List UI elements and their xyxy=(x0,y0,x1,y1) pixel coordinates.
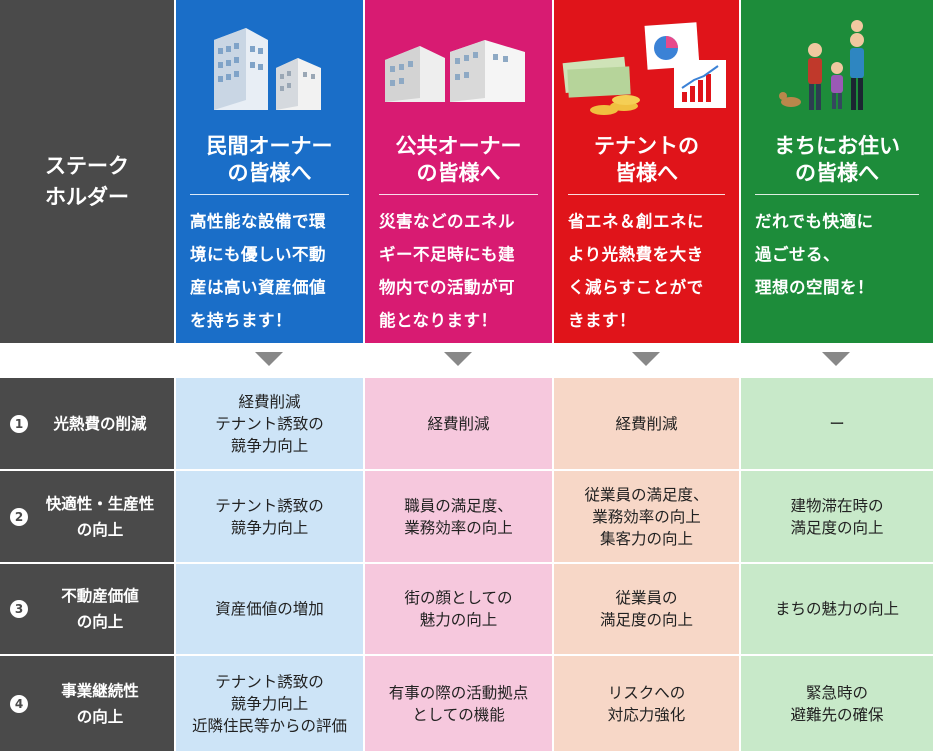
stakeholder-header: ステーク ホルダー xyxy=(0,0,174,343)
stakeholder-label: ステーク ホルダー xyxy=(45,153,129,209)
header-private-owner: 民間オーナー の皆様へ 高性能な設備で環 境にも優しい不動 産は高い資産価値 を… xyxy=(176,0,363,343)
row-number: 2 xyxy=(10,507,28,526)
money-charts-icon xyxy=(562,22,726,115)
row-label: 快適性・生産性 の向上 xyxy=(45,494,155,539)
row-label: 不動産価値 の向上 xyxy=(61,587,139,631)
cell: 経費削減 テナント誘致の 競争力向上 xyxy=(176,378,363,469)
cell: 緊急時の 避難先の確保 xyxy=(741,656,933,751)
office-buildings-icon xyxy=(214,28,321,110)
down-arrow-icon xyxy=(255,352,283,366)
column-title: まちにお住い の皆様へ xyxy=(774,134,900,185)
cell: 建物滞在時の 満足度の向上 xyxy=(741,471,933,562)
cell: リスクへの 対応力強化 xyxy=(554,656,739,751)
cell: ー xyxy=(741,378,933,469)
column-description: 高性能な設備で環 境にも優しい不動 産は高い資産価値 を持ちます！ xyxy=(190,212,326,330)
down-arrow-icon xyxy=(822,352,850,366)
down-arrow-icon xyxy=(632,352,660,366)
cell: 従業員の満足度、 業務効率の向上 集客力の向上 xyxy=(554,471,739,562)
column-description: だれでも快適に 過ごせる、 理想の空間を！ xyxy=(755,212,874,297)
row-label: 事業継続性 の向上 xyxy=(61,681,139,726)
column-description: 省エネ＆創エネに より光熱費を大き く減らすことがで きます！ xyxy=(568,212,704,330)
header-tenant: テナントの 皆様へ 省エネ＆創エネに より光熱費を大き く減らすことがで きます… xyxy=(554,0,739,343)
row-label-business-continuity: 4 事業継続性 の向上 xyxy=(0,656,174,751)
row-label-comfort-productivity: 2 快適性・生産性 の向上 xyxy=(0,471,174,562)
public-buildings-icon xyxy=(385,40,525,102)
divider xyxy=(190,194,349,195)
column-title: 民間オーナー の皆様へ xyxy=(206,134,333,185)
divider xyxy=(568,194,725,195)
row-label-energy-cost: 1 光熱費の削減 xyxy=(0,378,174,469)
header-public-owner: 公共オーナー の皆様へ 災害などのエネル ギー不足時にも建 物内での活動が可 能… xyxy=(365,0,552,343)
cell: まちの魅力の向上 xyxy=(741,564,933,654)
row-number: 3 xyxy=(10,600,28,618)
column-description: 災害などのエネル ギー不足時にも建 物内での活動が可 能となります！ xyxy=(379,212,515,330)
cell: 経費削減 xyxy=(365,378,552,469)
cell: 街の顔としての 魅力の向上 xyxy=(365,564,552,654)
column-title: 公共オーナー の皆様へ xyxy=(395,134,522,185)
cell: 経費削減 xyxy=(554,378,739,469)
family-icon xyxy=(779,20,864,110)
cell: 資産価値の増加 xyxy=(176,564,363,654)
row-number: 1 xyxy=(10,414,28,433)
divider xyxy=(379,194,538,195)
cell: 従業員の 満足度の向上 xyxy=(554,564,739,654)
header-residents: まちにお住い の皆様へ だれでも快適に 過ごせる、 理想の空間を！ xyxy=(741,0,933,343)
row-label-property-value: 3 不動産価値 の向上 xyxy=(0,564,174,654)
cell: 職員の満足度、 業務効率の向上 xyxy=(365,471,552,562)
cell: テナント誘致の 競争力向上 xyxy=(176,471,363,562)
row-number: 4 xyxy=(10,694,28,713)
down-arrow-icon xyxy=(444,352,472,366)
column-title: テナントの 皆様へ xyxy=(594,134,699,185)
cell: 有事の際の活動拠点 としての機能 xyxy=(365,656,552,751)
row-label: 光熱費の削減 xyxy=(53,414,147,433)
cell: テナント誘致の 競争力向上 近隣住民等からの評価 xyxy=(176,656,363,751)
divider xyxy=(755,194,919,195)
